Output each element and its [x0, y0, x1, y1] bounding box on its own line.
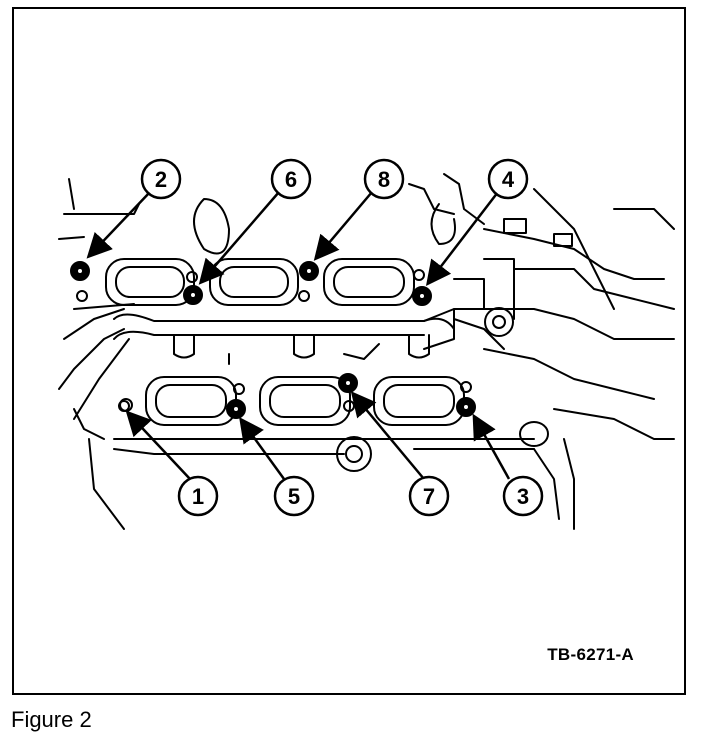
figure-frame: 2 6 8 4 1 5 7 3 TB-6271-A — [12, 7, 686, 695]
bolt-2-icon — [70, 261, 90, 281]
callout-8: 8 — [363, 158, 405, 200]
svg-text:5: 5 — [288, 484, 300, 509]
upper-intake-ports — [105, 258, 415, 306]
callout-1: 1 — [177, 475, 219, 517]
callout-7: 7 — [408, 475, 450, 517]
intake-manifold-bolt-diagram: 2 6 8 4 1 5 7 3 — [58, 158, 675, 530]
figure-caption: Figure 2 — [11, 707, 92, 732]
svg-text:6: 6 — [285, 167, 297, 192]
lower-intake-ports — [145, 376, 465, 426]
engine-background-lines — [58, 173, 675, 530]
bolt-7-icon — [338, 373, 358, 393]
leader-arrow-4 — [425, 191, 499, 286]
leader-arrow-3 — [472, 413, 511, 480]
stud-holes — [76, 269, 472, 472]
leader-arrow-1 — [125, 410, 191, 480]
callouts: 2 6 8 4 1 5 7 3 — [140, 158, 544, 517]
leader-arrow-2 — [86, 191, 151, 259]
svg-text:8: 8 — [378, 167, 390, 192]
svg-text:4: 4 — [502, 167, 515, 192]
bolt-8-icon — [299, 261, 319, 281]
callout-6: 6 — [270, 158, 312, 200]
figure-reference-code: TB-6271-A — [547, 645, 634, 664]
bolt-3-icon — [456, 397, 476, 417]
svg-text:7: 7 — [423, 484, 435, 509]
leader-arrow-8 — [313, 191, 373, 261]
callout-2: 2 — [140, 158, 182, 200]
bolt-6-icon — [183, 285, 203, 305]
bolts — [70, 261, 476, 419]
svg-text:3: 3 — [517, 484, 529, 509]
leader-arrows — [86, 191, 511, 480]
leader-arrow-6 — [198, 191, 280, 285]
svg-text:2: 2 — [155, 167, 167, 192]
callout-5: 5 — [273, 475, 315, 517]
callout-4: 4 — [487, 158, 529, 200]
leader-arrow-5 — [239, 416, 286, 480]
leader-arrow-7 — [350, 391, 425, 480]
fuel-rail — [113, 308, 455, 365]
bolt-4-icon — [412, 286, 432, 306]
callout-3: 3 — [502, 475, 544, 517]
svg-text:1: 1 — [192, 484, 204, 509]
bolt-5-icon — [226, 399, 246, 419]
